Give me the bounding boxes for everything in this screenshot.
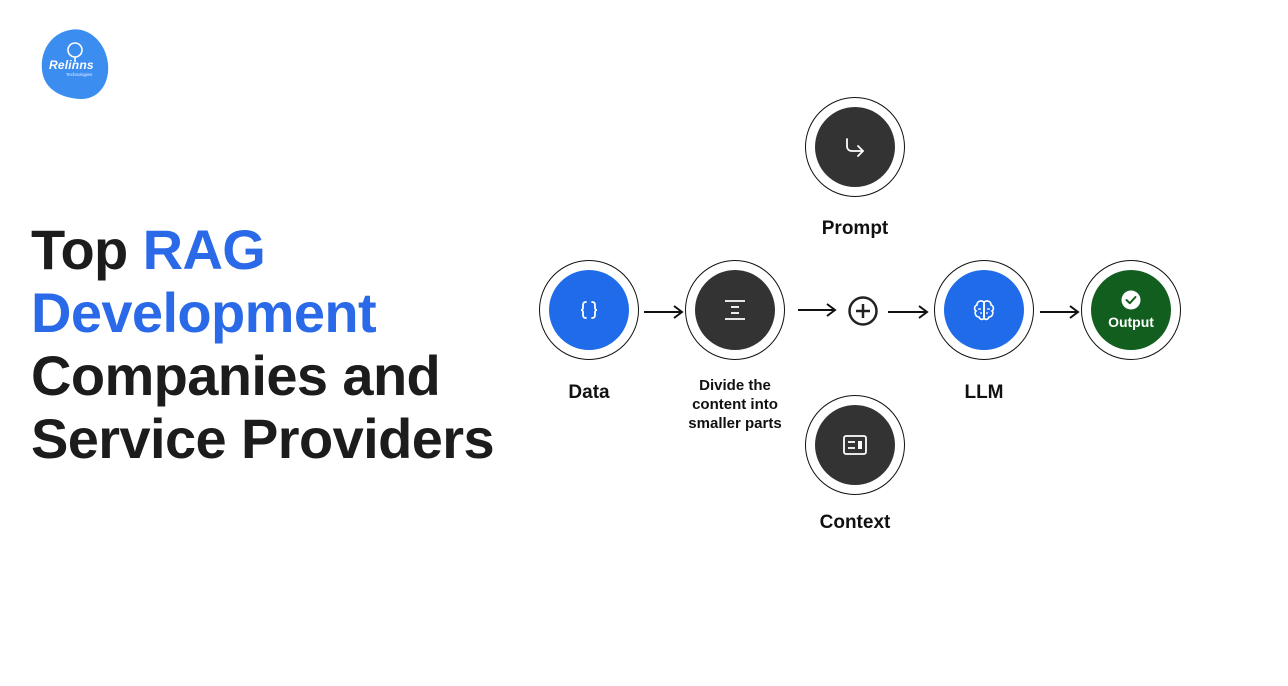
node-data	[539, 260, 639, 360]
align-center-icon	[725, 300, 745, 320]
brain-icon	[973, 300, 995, 321]
arrow-right-icon	[644, 305, 684, 319]
arrow-right-icon	[798, 303, 837, 317]
title-accent-rag: RAG	[142, 218, 266, 281]
title-line-providers: Service Providers	[31, 407, 495, 470]
redirect-arrow-icon	[846, 138, 864, 157]
check-circle-icon	[1121, 290, 1141, 310]
node-prompt	[805, 97, 905, 197]
title-line-companies: Companies and	[31, 344, 441, 407]
arrow-right-icon	[1040, 305, 1080, 319]
title-accent-development: Development	[31, 281, 377, 344]
page-title: Top RAG Development Companies and Servic…	[31, 218, 495, 470]
node-llm	[934, 260, 1034, 360]
node-prompt-label: Prompt	[821, 218, 889, 239]
node-context-label: Context	[819, 512, 891, 533]
article-icon	[843, 435, 867, 455]
arrow-right-icon	[888, 305, 929, 319]
title-word-top: Top	[31, 218, 143, 281]
node-output-label: Output	[1108, 314, 1154, 330]
node-llm-label: LLM	[964, 382, 1004, 403]
node-context	[805, 395, 905, 495]
logo-name: Relinns	[49, 58, 94, 72]
node-divide-label: Divide the content into smaller parts	[688, 377, 782, 432]
node-data-label: Data	[568, 382, 610, 403]
node-divide	[685, 260, 785, 360]
company-logo: Relinns Technologies	[40, 28, 110, 100]
plus-circle-icon	[848, 296, 878, 326]
logo-blob-icon	[41, 29, 109, 100]
node-output: Output	[1081, 260, 1181, 360]
logo-tagline: Technologies	[66, 72, 93, 77]
code-braces-icon	[580, 301, 598, 319]
